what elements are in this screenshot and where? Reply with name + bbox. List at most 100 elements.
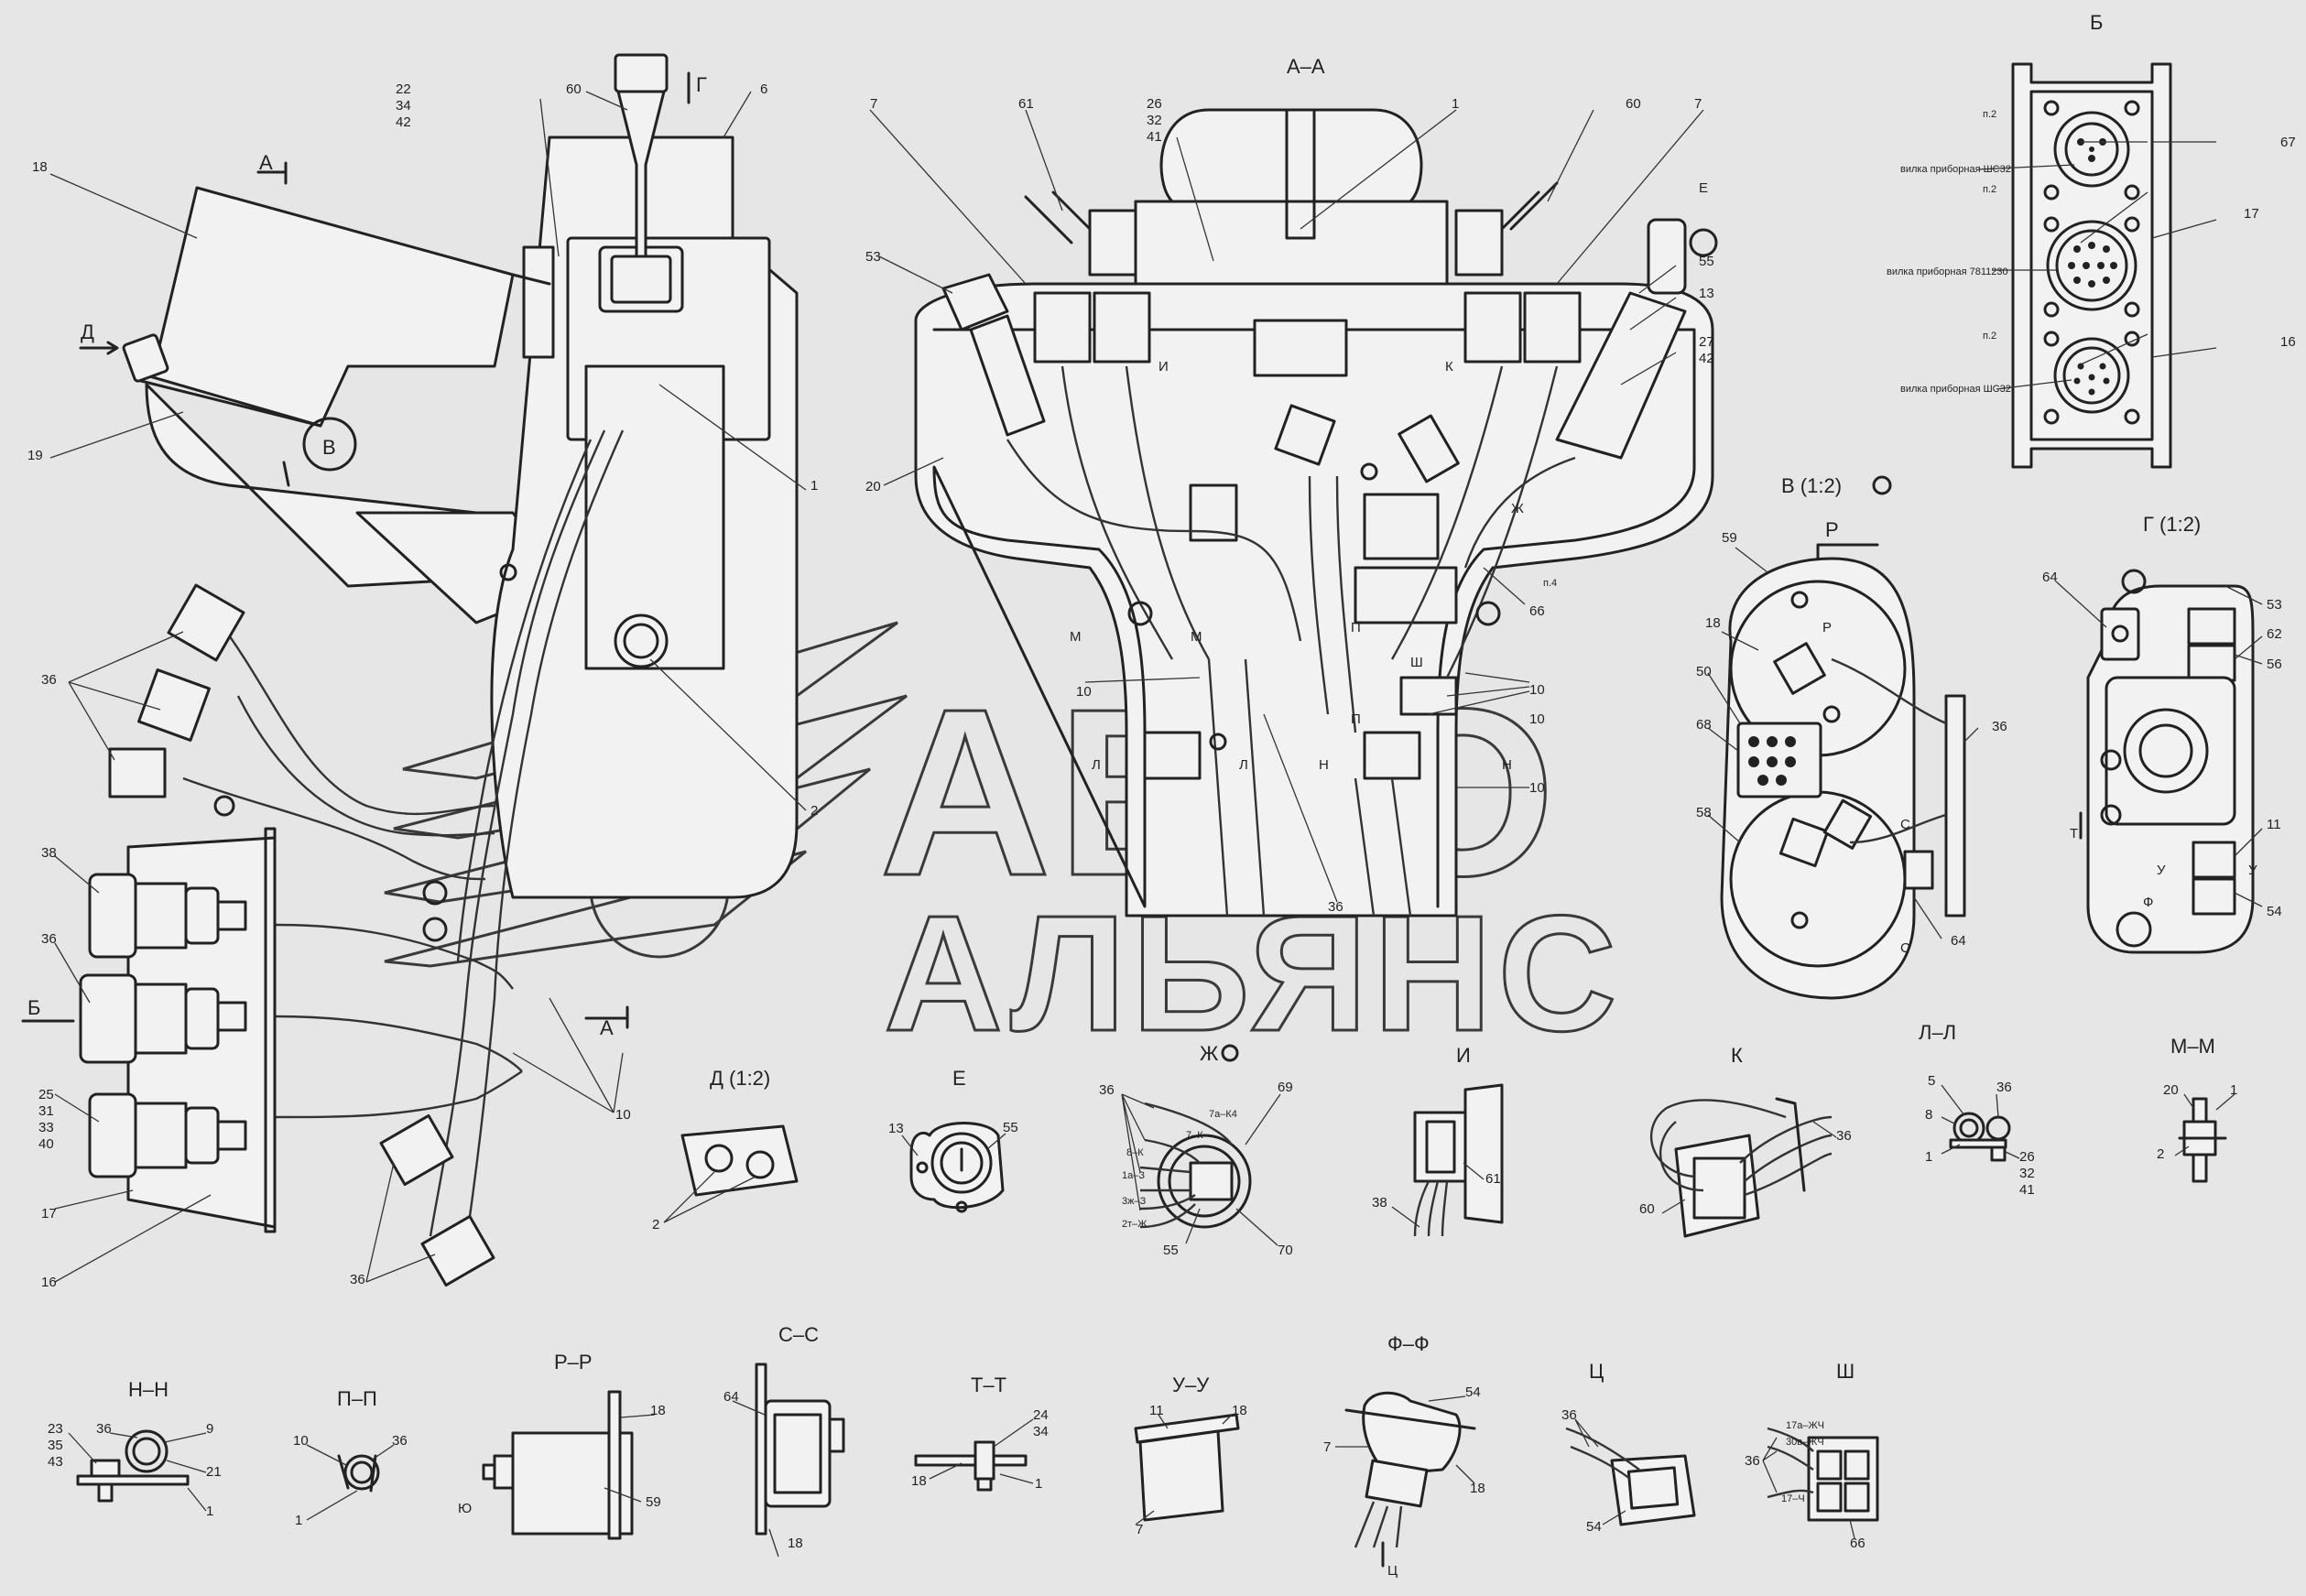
callout-v-59: 59 xyxy=(1722,530,1737,546)
callout-g-53: 53 xyxy=(2267,597,2282,613)
callout-aa-7a: 7 xyxy=(870,96,877,112)
callout-ll-32: 32 xyxy=(2019,1166,2035,1181)
callout-zh-55: 55 xyxy=(1163,1243,1179,1258)
callout-e-13: 13 xyxy=(888,1121,904,1136)
callout-nn-1: 1 xyxy=(206,1504,213,1519)
callout-pp-10: 10 xyxy=(293,1433,309,1449)
callout-6: 6 xyxy=(760,81,767,97)
callout-tt-24: 24 xyxy=(1033,1407,1049,1423)
callout-nn-21: 21 xyxy=(206,1464,222,1480)
callout-38: 38 xyxy=(41,845,57,861)
callout-ll-8: 8 xyxy=(1925,1107,1932,1123)
view-B: Б п.2 xyxy=(1887,11,2296,469)
switch-62 xyxy=(2187,644,2236,682)
callout-36a: 36 xyxy=(41,672,57,688)
callout-tt-1: 1 xyxy=(1035,1476,1042,1492)
callout-aa-10c: 10 xyxy=(1529,780,1545,796)
note-p4: п.4 xyxy=(1543,578,1557,589)
callout-aa-26: 26 xyxy=(1147,96,1162,112)
view-V: В (1:2) Р Р С С 59 18 50 68 xyxy=(1696,474,2007,1000)
relay-3 xyxy=(1463,291,1522,364)
view-SS-title: С–С xyxy=(778,1323,819,1346)
view-Ts-title: Ц xyxy=(1589,1360,1604,1383)
view-AA-title: А–А xyxy=(1287,55,1325,78)
callout-v-68: 68 xyxy=(1696,717,1712,733)
mark-Yu: Ю xyxy=(458,1501,472,1516)
callout-ff-18: 18 xyxy=(1470,1481,1485,1496)
bolt-22 xyxy=(522,245,555,359)
connector-36-group xyxy=(108,583,495,1287)
view-LL: Л–Л 5 36 8 1 26 32 41 xyxy=(1919,1021,2035,1198)
view-E-title: Е xyxy=(952,1067,966,1090)
callout-34: 34 xyxy=(396,98,411,114)
view-G: Г (1:2) Т У У Ф 64 53 62 56 11 54 xyxy=(2042,513,2282,954)
mark-L1: Л xyxy=(1092,757,1101,773)
view-E: Е 13 55 xyxy=(888,1067,1018,1213)
callout-mm-1: 1 xyxy=(2230,1082,2237,1098)
view-Ts: Ц 36 54 xyxy=(1561,1360,1696,1535)
mark-G: Г xyxy=(696,73,707,96)
view-K: К 36 60 xyxy=(1639,1044,1852,1238)
mark-B: Б xyxy=(27,996,40,1019)
mark-M1: М xyxy=(1070,629,1082,645)
callout-aa-61: 61 xyxy=(1018,96,1034,112)
mark-Zh: Ж xyxy=(1511,501,1524,516)
callout-ts-36: 36 xyxy=(1561,1407,1577,1423)
callout-nn-43: 43 xyxy=(48,1454,63,1470)
callout-aa-27: 27 xyxy=(1699,334,1714,350)
callout-aa-1: 1 xyxy=(1452,96,1459,112)
switch-64 xyxy=(2100,607,2140,661)
callout-aa-10a: 10 xyxy=(1076,684,1092,700)
view-RR-title: Р–Р xyxy=(554,1351,593,1373)
callout-b-16: 16 xyxy=(2280,334,2296,350)
callout-sh-66: 66 xyxy=(1850,1536,1865,1551)
callout-uu-18: 18 xyxy=(1232,1403,1247,1418)
socket-38 xyxy=(88,873,247,959)
wire-mark-7-k: 7–К xyxy=(1186,1130,1203,1141)
wire-mark-30v-zhch: 30в–ЖЧ xyxy=(1786,1437,1824,1448)
callout-ts-54: 54 xyxy=(1586,1519,1602,1535)
callout-aa-55: 55 xyxy=(1699,254,1714,269)
callout-ss-64: 64 xyxy=(723,1389,739,1405)
mark-R: Р xyxy=(1825,518,1839,541)
callout-nn-23: 23 xyxy=(48,1421,63,1437)
mark-F: Ф xyxy=(2143,895,2153,910)
ignition-switch-55 xyxy=(1555,291,1687,460)
callout-aa-36: 36 xyxy=(1328,899,1343,915)
housing-18 xyxy=(145,186,515,428)
callout-b-67: 67 xyxy=(2280,135,2296,150)
callout-ss-18: 18 xyxy=(788,1536,803,1551)
mark-I: И xyxy=(1158,359,1169,375)
view-MM: М–М 20 1 2 xyxy=(2157,1035,2237,1183)
callout-uu-11: 11 xyxy=(1149,1403,1164,1418)
callout-mm-2: 2 xyxy=(2157,1146,2164,1162)
note-p2c: п.2 xyxy=(1983,331,1996,342)
callout-g-11: 11 xyxy=(2267,817,2281,832)
relay-1 xyxy=(1033,291,1092,364)
callout-nn-9: 9 xyxy=(206,1421,213,1437)
callout-aa-13: 13 xyxy=(1699,286,1714,301)
callout-v-36: 36 xyxy=(1992,719,2007,734)
mark-P1: П xyxy=(1351,620,1361,635)
wire-mark-2t-zh: 2т–Ж xyxy=(1122,1219,1147,1230)
view-UU-title: У–У xyxy=(1172,1373,1210,1396)
callout-b-17: 17 xyxy=(2244,206,2259,222)
callout-pp-36: 36 xyxy=(392,1433,408,1449)
callout-2: 2 xyxy=(810,803,818,819)
view-Sh: Ш 17а–ЖЧ 30в–ЖЧ 17–Ч 36 66 xyxy=(1745,1360,1879,1551)
note-p2b: п.2 xyxy=(1983,184,1996,195)
callout-g-54: 54 xyxy=(2267,904,2282,919)
mark-K: К xyxy=(1445,359,1453,375)
callout-ll-26: 26 xyxy=(2019,1149,2035,1165)
callout-aa-66: 66 xyxy=(1529,603,1545,619)
callout-31: 31 xyxy=(38,1103,54,1119)
callout-ll-1: 1 xyxy=(1925,1149,1932,1165)
view-UU: У–У 11 18 7 xyxy=(1134,1373,1247,1537)
callout-k-60: 60 xyxy=(1639,1201,1655,1217)
switch-54 xyxy=(1610,1454,1696,1526)
socket-17 xyxy=(88,1092,247,1178)
view-I: И 38 61 xyxy=(1372,1044,1504,1237)
mark-U2: У xyxy=(2248,863,2257,878)
callout-sh-36: 36 xyxy=(1745,1453,1760,1469)
